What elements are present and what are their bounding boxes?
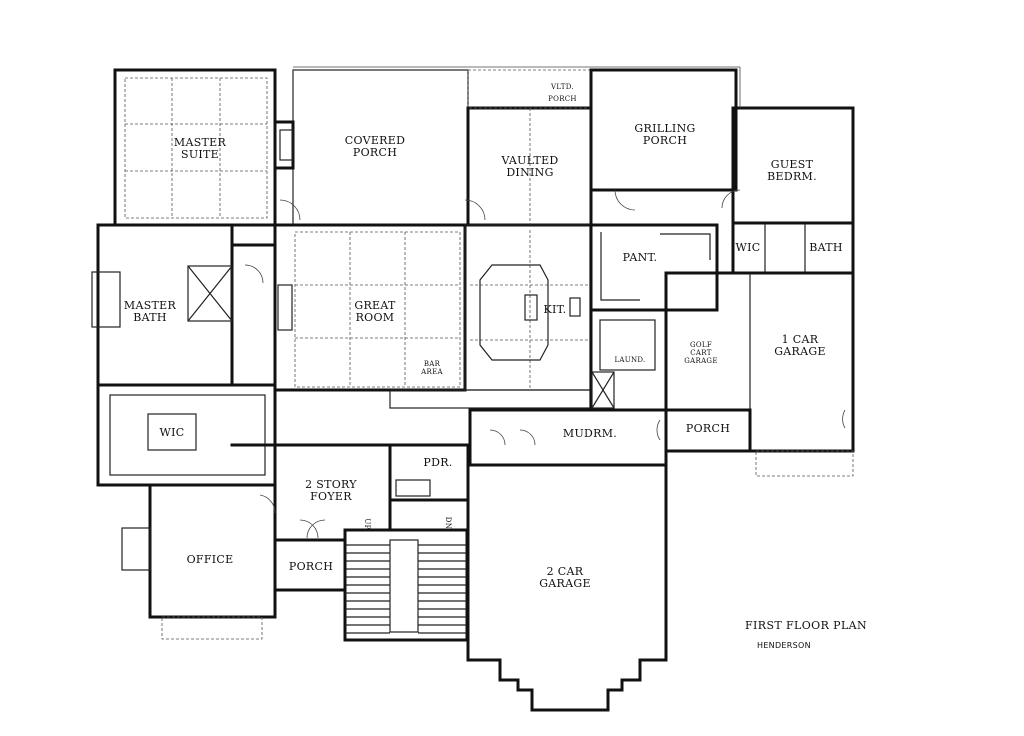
room-label-master-bath: MASTER BATH: [123, 299, 177, 324]
one-car-garage-walls: [664, 271, 855, 453]
room-label-one-car-garage: 1 CAR GARAGE: [774, 333, 826, 358]
door-swings: [244, 189, 846, 539]
room-label-bar-area: BAR AREA: [421, 360, 443, 376]
room-label-guest-bedroom: GUEST BEDRM.: [767, 158, 817, 183]
room-label-pantry: PANT.: [622, 251, 658, 264]
grilling-porch-walls: [589, 68, 738, 192]
room-label-office: OFFICE: [186, 553, 234, 566]
office-walls: [148, 483, 277, 619]
two-car-garage-walls: [466, 463, 668, 712]
side-porch-walls: [664, 408, 752, 453]
room-label-two-car-garage: 2 CAR GARAGE: [539, 565, 591, 590]
room-label-guest-wic: WIC: [735, 241, 761, 254]
room-label-front-porch: PORCH: [288, 560, 334, 573]
room-label-laundry: LAUND.: [614, 356, 646, 364]
room-label-covered-porch: COVERED PORCH: [344, 134, 406, 159]
pantry-walls: [589, 223, 719, 312]
room-label-master-wic: WIC: [159, 426, 185, 439]
stair-up-label: UP: [363, 518, 371, 530]
room-label-kitchen: KIT.: [543, 303, 567, 316]
staircase: [343, 528, 469, 642]
room-label-foyer: 2 STORY FOYER: [305, 478, 357, 503]
powder-room-walls: [388, 443, 470, 502]
room-label-grilling-porch: GRILLING PORCH: [634, 122, 696, 147]
room-label-guest-bath: BATH: [809, 241, 843, 254]
room-label-vaulted-dining: VAULTED DINING: [501, 154, 559, 179]
room-label-golf-cart-garage: GOLF CART GARAGE: [684, 341, 718, 365]
room-label-side-porch: PORCH: [685, 422, 731, 435]
room-label-powder: PDR.: [423, 456, 453, 469]
room-label-master-suite: MASTER SUITE: [173, 136, 227, 161]
room-label-great-room: GREAT ROOM: [354, 299, 396, 324]
plan-subtitle: HENDERSON: [757, 641, 811, 650]
plan-title: FIRST FLOOR PLAN: [745, 619, 868, 632]
stair-down-label: DN.: [444, 516, 452, 532]
room-label-mudroom: MUDRM.: [562, 427, 618, 440]
front-porch-walls: [273, 538, 347, 592]
room-label-vaulted-porch: VLTD. PORCH: [548, 83, 577, 103]
